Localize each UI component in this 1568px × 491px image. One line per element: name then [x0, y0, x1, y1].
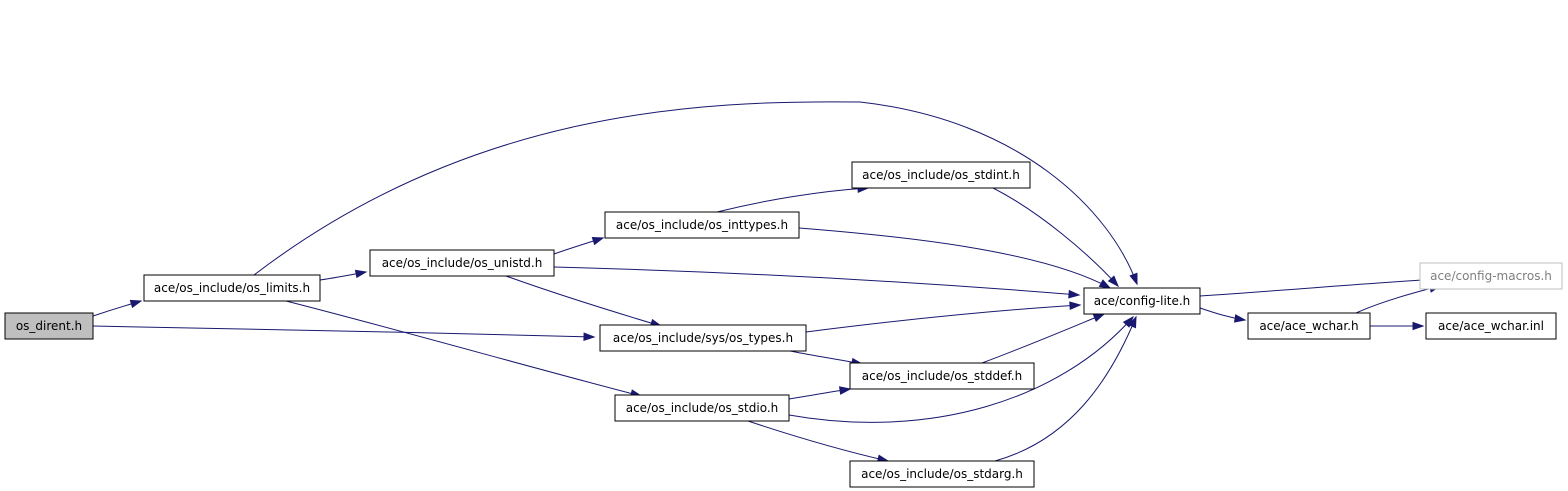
- node-box: [849, 460, 1035, 488]
- node-label: ace/config-macros.h: [1430, 269, 1552, 283]
- edge-line: [505, 275, 662, 327]
- node-os-stddef[interactable]: ace/os_include/os_stddef.h: [849, 362, 1035, 390]
- node-box: [1083, 287, 1201, 315]
- node-config-lite[interactable]: ace/config-lite.h: [1083, 287, 1201, 315]
- edge-line: [553, 266, 1080, 296]
- edge-os_dirent-to-os_types: [92, 325, 596, 342]
- edge-os_inttypes-to-os_stdint: [716, 184, 870, 213]
- arrowhead-icon: [354, 269, 368, 279]
- node-label: ace/os_include/os_unistd.h: [382, 256, 543, 270]
- node-box: [1425, 312, 1557, 340]
- node-os-stdio[interactable]: ace/os_include/os_stdio.h: [614, 394, 790, 422]
- edge-os_limits-to-os_stdio: [285, 300, 643, 398]
- edge-line: [789, 350, 863, 365]
- arrowhead-icon: [129, 299, 143, 309]
- node-label: ace/os_include/os_stddef.h: [862, 369, 1022, 383]
- node-box: [1247, 312, 1371, 340]
- edge-os_unistd-to-os_inttypes: [553, 237, 605, 255]
- edge-line: [716, 187, 869, 213]
- node-os-dirent[interactable]: os_dirent.h: [4, 312, 94, 340]
- node-label: ace/os_include/os_inttypes.h: [616, 218, 788, 232]
- node-config-macros[interactable]: ace/config-macros.h: [1419, 262, 1563, 290]
- node-label: ace/os_include/os_stdint.h: [862, 168, 1020, 182]
- node-label: ace/os_include/sys/os_types.h: [613, 331, 793, 345]
- edge-line: [1355, 285, 1441, 314]
- node-box: [599, 324, 807, 352]
- edge-os_unistd-to-config_lite: [553, 266, 1081, 299]
- node-os-types[interactable]: ace/os_include/sys/os_types.h: [599, 324, 807, 352]
- arrowhead-icon: [1107, 275, 1119, 288]
- edge-os_dirent-to-os_limits: [92, 299, 143, 317]
- node-label: ace/os_include/os_limits.h: [154, 281, 310, 295]
- node-box: [1419, 262, 1563, 290]
- edge-line: [747, 420, 889, 462]
- edge-line: [1199, 278, 1440, 297]
- arrowhead-icon: [1098, 279, 1112, 289]
- arrowhead-icon: [1233, 314, 1247, 323]
- edge-line: [798, 227, 1111, 289]
- arrowhead-icon: [1412, 321, 1425, 331]
- arrowhead-icon: [583, 332, 596, 342]
- edge-ace_wchar-to-ace_wchar_inl: [1370, 321, 1425, 331]
- edge-line: [253, 101, 1138, 285]
- node-label: ace/os_include/os_stdarg.h: [861, 467, 1023, 481]
- edge-line: [994, 316, 1137, 462]
- node-os-unistd[interactable]: ace/os_include/os_unistd.h: [369, 249, 555, 277]
- arrowhead-icon: [1128, 315, 1137, 329]
- edge-line: [788, 316, 1134, 423]
- edge-os_stdarg-to-config_lite: [994, 315, 1137, 462]
- node-label: ace/ace_wchar.inl: [1438, 319, 1544, 333]
- node-label: os_dirent.h: [16, 319, 82, 333]
- edge-line: [92, 325, 595, 338]
- node-box: [849, 362, 1035, 390]
- node-label: ace/ace_wchar.h: [1259, 319, 1358, 333]
- edge-os_stdio-to-os_stdarg: [747, 420, 890, 463]
- edge-os_limits-to-config_lite: [253, 101, 1138, 286]
- arrowhead-icon: [1068, 289, 1081, 299]
- node-box: [4, 312, 94, 340]
- node-box: [851, 161, 1031, 189]
- edge-line: [992, 187, 1119, 287]
- edge-os_stdint-to-config_lite: [992, 187, 1119, 288]
- node-os-stdarg[interactable]: ace/os_include/os_stdarg.h: [849, 460, 1035, 488]
- edge-os_stdio-to-os_stddef: [788, 386, 852, 400]
- node-box: [614, 394, 790, 422]
- node-ace-wchar-inl[interactable]: ace/ace_wchar.inl: [1425, 312, 1557, 340]
- edge-config_lite-to-config_macros: [1199, 275, 1441, 297]
- edge-os_types-to-config_lite: [805, 301, 1082, 333]
- edge-line: [981, 313, 1105, 364]
- edge-line: [805, 304, 1081, 333]
- edge-os_unistd-to-os_types: [505, 275, 663, 328]
- node-os-stdint[interactable]: ace/os_include/os_stdint.h: [851, 161, 1031, 189]
- arrowhead-icon: [591, 237, 605, 246]
- arrowhead-icon: [1129, 272, 1138, 286]
- node-label: ace/os_include/os_stdio.h: [626, 401, 779, 415]
- edge-os_inttypes-to-config_lite: [798, 227, 1112, 289]
- edge-os_limits-to-os_unistd: [319, 269, 368, 281]
- edge-line: [285, 300, 642, 397]
- node-label: ace/config-lite.h: [1094, 294, 1191, 308]
- arrowhead-icon: [1092, 313, 1106, 322]
- node-ace-wchar[interactable]: ace/ace_wchar.h: [1247, 312, 1371, 340]
- node-layer: os_dirent.hace/os_include/os_limits.hace…: [4, 161, 1563, 488]
- edge-os_stddef-to-config_lite: [981, 313, 1106, 364]
- edge-layer: [92, 101, 1442, 463]
- arrowhead-icon: [838, 386, 852, 395]
- edge-config_lite-to-ace_wchar: [1199, 307, 1247, 323]
- arrowhead-icon: [1069, 301, 1082, 310]
- node-box: [604, 211, 800, 239]
- node-os-inttypes[interactable]: ace/os_include/os_inttypes.h: [604, 211, 800, 239]
- node-os-limits[interactable]: ace/os_include/os_limits.h: [143, 274, 321, 302]
- node-box: [143, 274, 321, 302]
- node-box: [369, 249, 555, 277]
